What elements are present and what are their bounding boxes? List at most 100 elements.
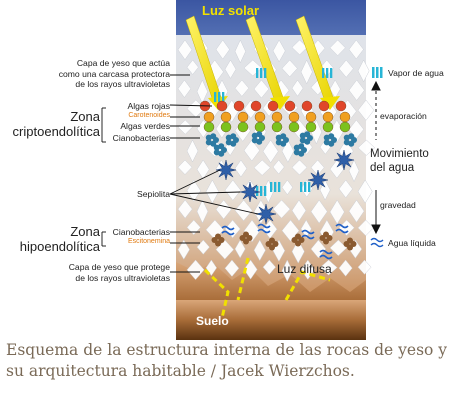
gypsum-crystal	[329, 199, 345, 225]
gypsum-crystal	[186, 59, 199, 75]
soil-bottom	[176, 300, 366, 340]
cyanobacterium-cell	[251, 137, 258, 144]
scytonemin-cell	[346, 237, 353, 244]
red-alga	[301, 100, 313, 112]
red-alga	[284, 100, 296, 112]
label-liquid-water: Agua líquida	[388, 238, 436, 248]
sunlight-rays	[185, 15, 340, 110]
red-alga	[233, 100, 245, 112]
cyanobacteria-cluster	[213, 143, 227, 157]
carotenoid-alga	[339, 111, 351, 123]
gypsum-crystal	[329, 39, 346, 56]
legend-water-icon	[370, 237, 384, 248]
vapor-mark	[260, 68, 263, 78]
cyanobacterium-cell	[343, 139, 350, 146]
cyanobacterium-cell	[275, 139, 282, 146]
liquid-water-marks	[221, 223, 349, 260]
gypsum-crystal	[272, 199, 291, 219]
cyanobacterium-cell	[213, 149, 220, 156]
label-sepiolite: Sepiolita	[137, 189, 170, 199]
gypsum-crystal	[186, 139, 199, 163]
gypsum-crystal	[177, 39, 193, 61]
sunlight-label: Luz solar	[202, 3, 260, 18]
green-alga	[322, 121, 334, 133]
carotenoid-alga	[254, 111, 266, 123]
gypsum-crystal	[357, 99, 375, 121]
gypsum-crystal	[262, 219, 278, 239]
gypsum-crystal	[177, 79, 192, 98]
cyanobacterium-cell	[218, 143, 225, 150]
carotenoid-alga	[305, 111, 317, 123]
gypsum-crystal	[281, 259, 293, 282]
vapor-mark	[256, 68, 259, 78]
vapor-mark	[264, 186, 267, 196]
cyanobacteria-cluster	[205, 133, 219, 147]
gypsum-crystal	[291, 199, 307, 222]
scytonemin-cell	[322, 231, 329, 238]
carotenoid-alga	[237, 111, 249, 123]
gypsum-crystal	[234, 39, 246, 64]
gypsum-crystal	[224, 59, 237, 79]
cyanobacterium-cell	[323, 139, 330, 146]
gypsum-crystal	[234, 159, 248, 178]
gypsum-crystal	[281, 179, 293, 196]
gypsum-crystal	[357, 59, 370, 83]
scytonemin-cluster	[319, 231, 333, 245]
vapor-mark	[270, 182, 273, 192]
green-alga	[237, 121, 249, 133]
label-green-algae: Algas verdes	[120, 121, 170, 131]
gypsum-crystal	[348, 199, 365, 223]
gypsum-crystal	[291, 159, 308, 176]
scytonemin-cluster	[343, 237, 357, 251]
cyanobacteria-cluster	[251, 131, 265, 145]
vapor-mark	[330, 68, 333, 78]
cyanobacteria-cluster	[275, 133, 289, 147]
red-alga	[318, 100, 330, 112]
liquid-water-mark	[257, 223, 271, 234]
cyanobacterium-cell	[299, 137, 306, 144]
water-cycle-arrows	[371, 80, 381, 235]
gypsum-crystal	[348, 39, 364, 60]
gypsum-crystal	[177, 119, 193, 135]
organisms	[199, 100, 357, 251]
soil-label: Suelo	[196, 314, 229, 328]
scytonemin-cell	[214, 233, 221, 240]
vapor-mark	[326, 68, 329, 78]
gypsum-crystal	[329, 239, 348, 257]
figure-caption: Esquema de la estructura interna de las …	[6, 341, 448, 380]
liquid-water-mark	[221, 225, 235, 236]
cyanobacteria-cluster	[293, 143, 307, 157]
vapor-mark	[308, 182, 311, 192]
gypsum-crystal	[329, 79, 341, 99]
gypsum-crystal	[177, 199, 193, 219]
cyanobacterium-cell	[348, 133, 355, 140]
vapor-mark	[274, 182, 277, 192]
vapor-mark	[214, 92, 217, 102]
gypsum-crystal	[357, 139, 376, 156]
cyanobacteria-cluster	[343, 133, 357, 147]
gypsum-crystal	[300, 59, 313, 85]
gypsum-crystal	[253, 239, 266, 262]
red-alga	[267, 100, 279, 112]
gypsum-rock-diagram	[101, 0, 384, 340]
carotenoid-alga	[322, 111, 334, 123]
sepiolite-star	[307, 169, 329, 191]
vapor-mark	[260, 186, 263, 196]
gypsum-crystal	[348, 79, 365, 101]
label-gravity: gravedad	[380, 200, 416, 210]
green-alga	[339, 121, 351, 133]
label-evaporation: evaporación	[380, 111, 427, 121]
pointer-lines	[101, 74, 259, 273]
gypsum-crystal	[186, 259, 205, 281]
green-alga	[271, 121, 283, 133]
liquid-water-mark	[301, 229, 315, 240]
gypsum-crystal	[310, 199, 328, 224]
sepiolite-star	[333, 149, 355, 171]
label-water-vapor: Vapor de agua	[388, 68, 444, 78]
vapor-mark	[304, 182, 307, 192]
legend-vapor-icon	[372, 67, 383, 78]
gypsum-crystal	[224, 179, 242, 201]
cyanobacterium-cell	[280, 133, 287, 140]
label-red-algae: Algas rojas	[127, 101, 170, 111]
cyanobacterium-cell	[205, 139, 212, 146]
